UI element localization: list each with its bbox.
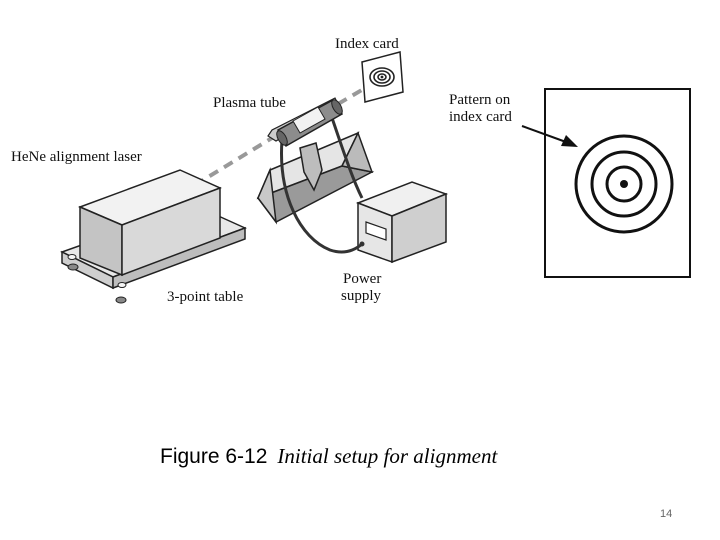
label-plasma-tube: Plasma tube	[213, 95, 286, 111]
pattern-ring-outer	[574, 134, 674, 234]
pattern-arrow	[521, 125, 578, 147]
page-number: 14	[660, 508, 673, 520]
power-supply	[355, 181, 449, 264]
index-card	[361, 51, 404, 103]
label-power-line2: supply	[341, 288, 382, 304]
laser-beam	[193, 82, 374, 187]
table-foot	[67, 263, 79, 271]
pattern-ring-middle	[590, 150, 658, 218]
plasma-tube	[267, 97, 344, 148]
cables	[280, 111, 364, 254]
label-pattern-line2: index card	[449, 109, 512, 125]
alignment-laser-box	[77, 169, 222, 277]
label-pattern-line1: Pattern on	[449, 92, 511, 108]
figure-caption: Figure 6-12 Initial setup for alignment	[160, 444, 497, 469]
figure-number: Figure 6-12	[160, 445, 268, 468]
power-supply-meter	[365, 221, 387, 241]
table-foot	[115, 296, 127, 304]
label-alignment-laser: HeNe alignment laser	[11, 149, 142, 165]
label-table: 3-point table	[167, 289, 244, 305]
label-power-line1: Power	[343, 271, 381, 287]
table-screw	[117, 282, 127, 288]
label-index-card: Index card	[335, 36, 399, 52]
pattern-center-dot	[620, 180, 628, 188]
pattern-ring-inner	[605, 165, 643, 203]
table-screw	[67, 254, 77, 260]
tube-support	[299, 142, 323, 192]
pattern-inset	[544, 88, 691, 278]
figure-caption-text: Initial setup for alignment	[277, 444, 498, 468]
